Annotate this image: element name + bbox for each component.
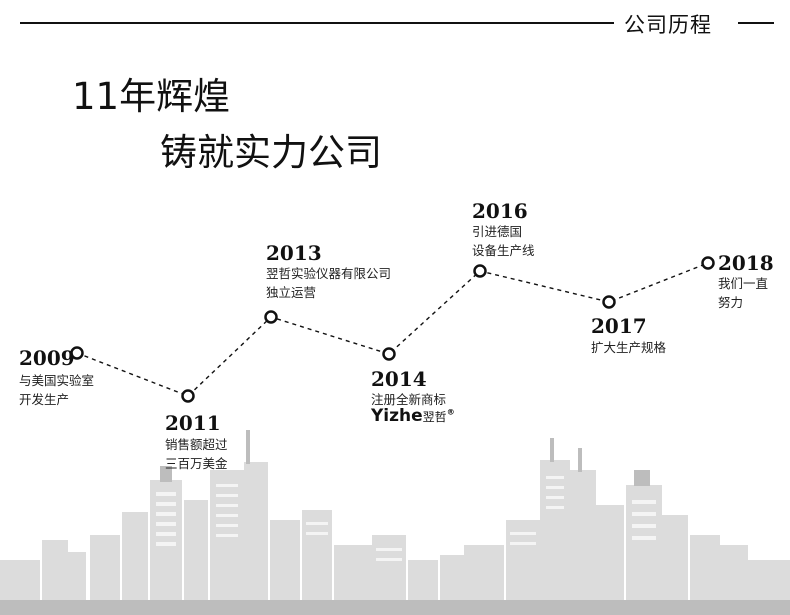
- milestone-desc-line: 翌哲实验仪器有限公司: [266, 266, 392, 281]
- milestone-node-2018: [701, 256, 715, 270]
- milestone-node-2017: [602, 295, 616, 309]
- milestone-desc-2013: 翌哲实验仪器有限公司 独立运营: [266, 264, 391, 302]
- milestone-desc-line: 设备生产线: [472, 243, 535, 258]
- milestone-desc-line: 注册全新商标: [371, 392, 447, 407]
- slogan-line-1: 11年辉煌: [72, 75, 231, 118]
- registered-mark: ®: [446, 407, 455, 417]
- milestone-node-2011: [181, 389, 195, 403]
- milestone-desc-2014: 注册全新商标: [371, 390, 446, 409]
- milestone-desc-line: 开发生产: [19, 392, 70, 407]
- milestone-year-2011: 2011: [165, 411, 221, 435]
- milestone-desc-2009: 与美国实验室 开发生产: [19, 371, 94, 409]
- slogan-line-2: 铸就实力公司: [160, 131, 382, 174]
- header-rule-right: [738, 22, 774, 24]
- milestone-year-2017: 2017: [591, 314, 647, 338]
- milestone-year-2013: 2013: [266, 241, 322, 265]
- section-title: 公司历程: [624, 13, 712, 37]
- milestone-desc-2017: 扩大生产规格: [591, 338, 666, 357]
- milestone-year-2018: 2018: [718, 251, 774, 275]
- milestone-desc-line: 努力: [718, 295, 744, 310]
- milestone-node-2009: [70, 346, 84, 360]
- header-rule-left: [20, 22, 614, 24]
- milestone-desc-2011: 销售额超过 三百万美金: [165, 435, 228, 473]
- milestone-desc-line: 销售额超过: [165, 437, 228, 452]
- milestone-node-2013: [264, 310, 278, 324]
- milestone-desc-line: 扩大生产规格: [591, 340, 667, 355]
- milestone-desc-line: 我们一直: [718, 276, 769, 291]
- brand-logo-cn: 翌哲: [422, 410, 447, 424]
- milestone-year-2016: 2016: [472, 199, 528, 223]
- milestone-desc-line: 与美国实验室: [19, 373, 95, 388]
- milestone-desc-line: 引进德国: [472, 224, 523, 239]
- milestone-desc-line: 三百万美金: [165, 456, 228, 471]
- milestone-desc-2016: 引进德国 设备生产线: [472, 222, 535, 260]
- milestone-year-2014: 2014: [371, 367, 427, 391]
- milestone-desc-line: 独立运营: [266, 285, 317, 300]
- milestone-year-2009: 2009: [19, 346, 75, 370]
- brand-logo: Yizhe翌哲®: [371, 406, 455, 426]
- milestone-node-2016: [473, 264, 487, 278]
- milestone-node-2014: [382, 347, 396, 361]
- brand-logo-latin: Yizhe: [371, 406, 423, 426]
- milestone-desc-2018: 我们一直 努力: [718, 274, 768, 312]
